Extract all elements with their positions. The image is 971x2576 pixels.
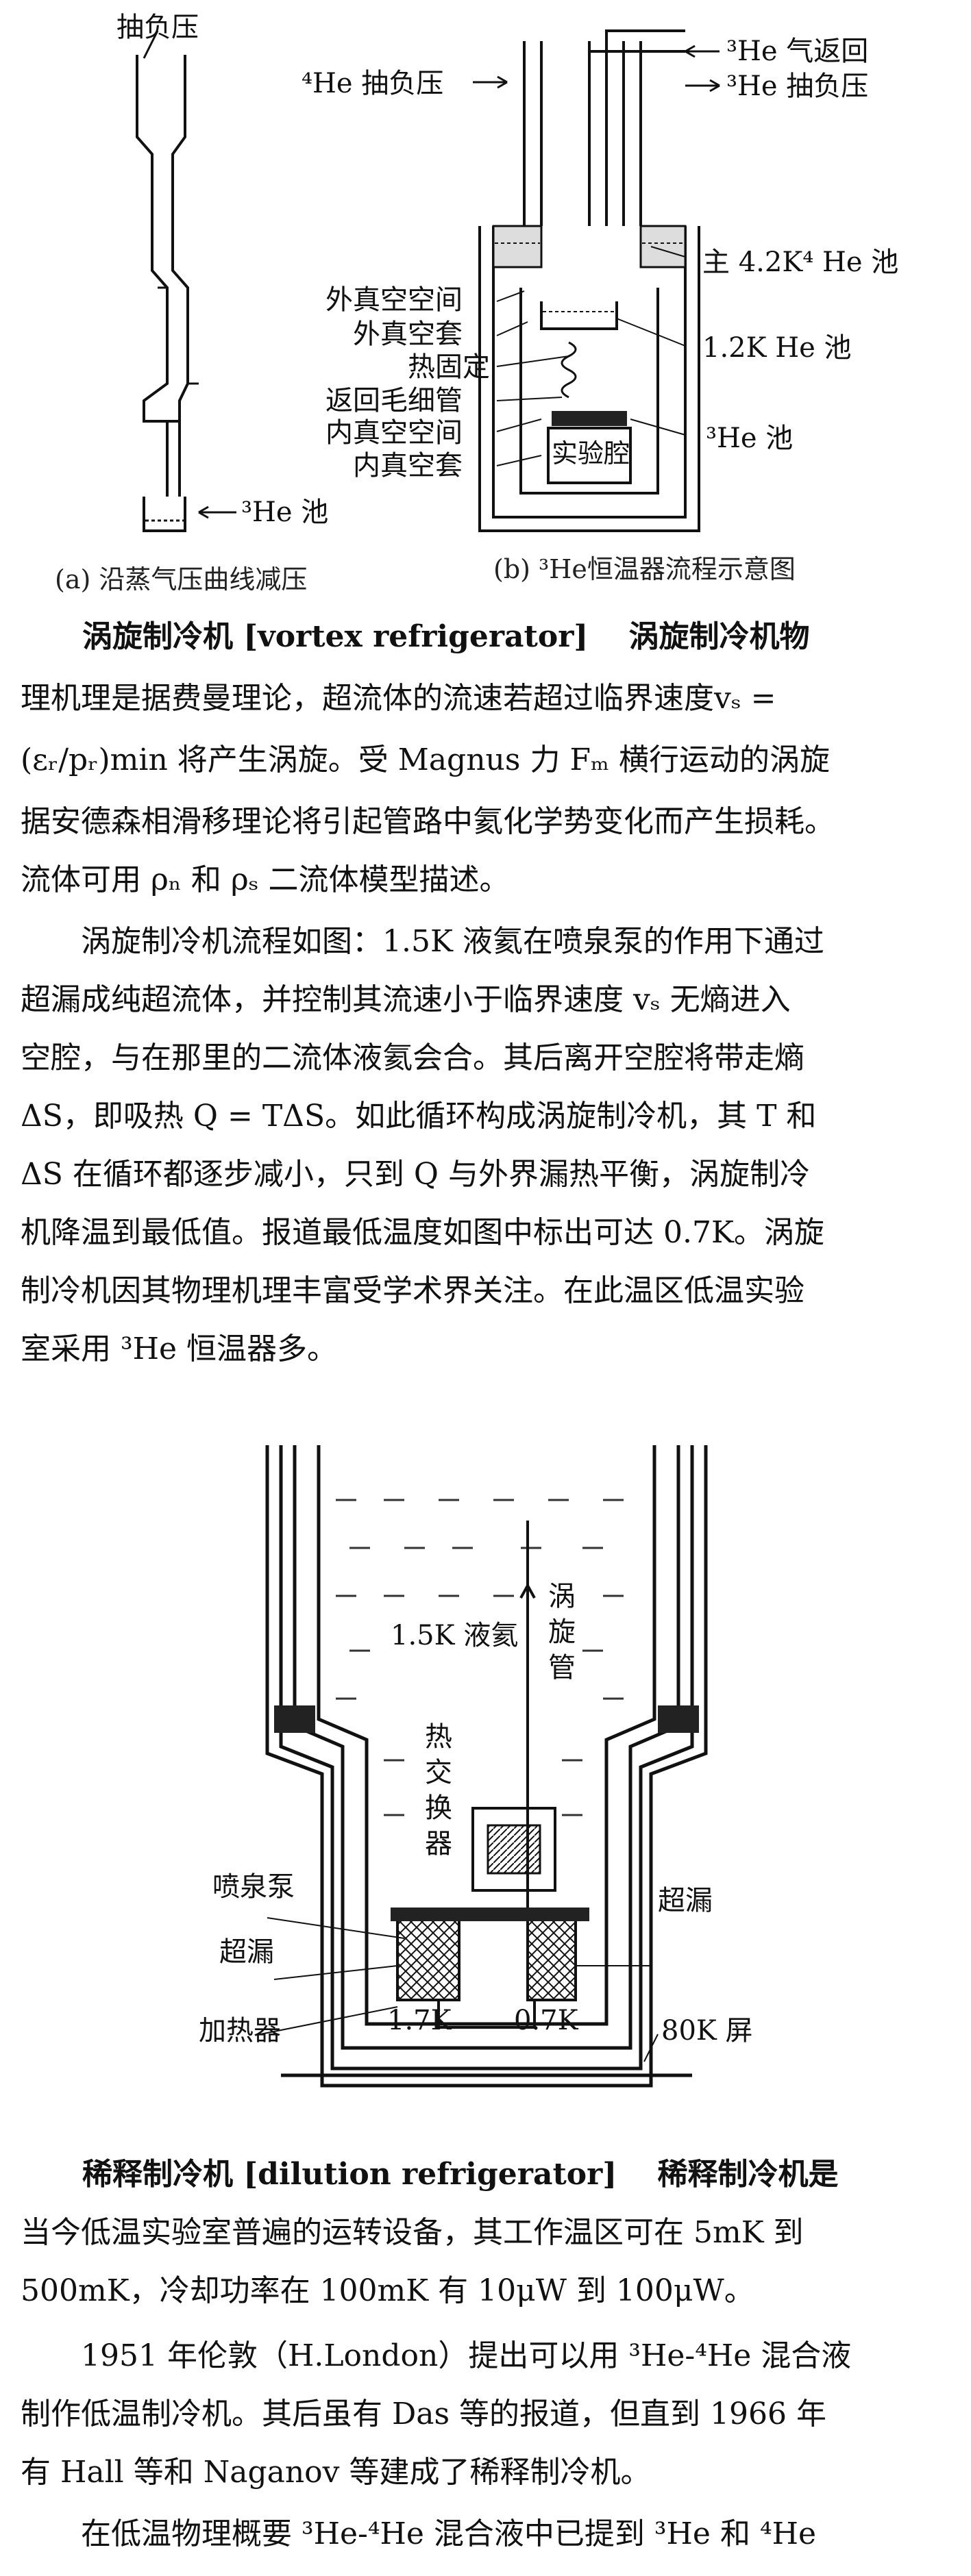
vortex-line-6: 涡旋制冷机流程如图：1.5K 液氦在喷泉泵的作用下通过 (21, 924, 824, 959)
arrow-he3-return (685, 45, 720, 58)
vortex-line-10: ΔS 在循环都逐步减小，只到 Q 与外界漏热平衡，涡旋制冷 (21, 1157, 810, 1192)
arrow-he4-exhaust (473, 75, 508, 89)
dilution-section: 稀释制冷机 [dilution refrigerator] 稀释制冷机是 当今低… (0, 2154, 971, 2565)
vortex-section: 涡旋制冷机 [vortex refrigerator] 涡旋制冷机物 理机理是据… (0, 616, 971, 1431)
caption-a: (a) 沿蒸气压曲线减压 (55, 564, 308, 595)
vortex-line-7: 超漏成纯超流体，并控制其流速小于临界速度 vₛ 无熵进入 (21, 982, 791, 1017)
figure-1: 抽负压 ³He 池 (a) 沿蒸气压曲线减压 ³He 气返回 ⁴He 抽负压 ³… (0, 0, 971, 596)
dilution-line-2: 当今低温实验室普遍的运转设备，其工作温区可在 5mK 到 (21, 2215, 804, 2250)
label-17k: 1.7K (387, 2005, 452, 2036)
tube-a (136, 55, 199, 423)
dilution-line-3: 500mK，冷却功率在 100mK 有 10μW 到 100μW。 (21, 2273, 754, 2308)
arrow-a-leader (143, 30, 159, 59)
label-superleak-right: 超漏 (658, 1885, 713, 1916)
label-heater: 加热器 (199, 2015, 281, 2047)
label-return-capillary: 返回毛细管 (325, 385, 463, 416)
figure-2-drawing (260, 1445, 708, 2088)
arrow-he3-exhaust (685, 79, 720, 92)
flow-arrow (519, 1585, 536, 1627)
vortex-line-3: (εᵣ/pᵣ)min 将产生涡旋。受 Magnus 力 Fₘ 横行运动的涡旋 (21, 742, 830, 777)
label-inner-vac-jacket: 内真空套 (353, 450, 463, 482)
vortex-line-4: 据安德森相滑移理论将引起管路中氦化学势变化而产生损耗。 (21, 804, 835, 839)
vortex-line-5: 流体可用 ρₙ 和 ρₛ 二流体模型描述。 (21, 862, 510, 897)
label-he3-return: ³He 气返回 (726, 36, 869, 67)
dilution-line-7: 在低温物理概要 ³He-⁴He 混合液中已提到 ³He 和 ⁴He (21, 2516, 816, 2551)
dilution-line-5: 制作低温制冷机。其后虽有 Das 等的报道，但直到 1966 年 (21, 2397, 827, 2431)
vortex-term: 涡旋制冷机 [vortex refrigerator] 涡旋制冷机物 (82, 619, 810, 654)
vortex-line-11: 机降温到最低值。报道最低温度如图中标出可达 0.7K。涡旋 (21, 1215, 824, 1250)
label-pool-12k: 1.2K He 池 (702, 332, 852, 364)
dilution-term: 稀释制冷机 [dilution refrigerator] 稀释制冷机是 (82, 2157, 839, 2192)
figure-1-drawing (136, 29, 720, 532)
label-fountain-pump: 喷泉泵 (212, 1871, 295, 1903)
vortex-line-12: 制冷机因其物理机理丰富受学术界关注。在此温区低温实验 (21, 1273, 804, 1308)
vortex-line-9: ΔS，即吸热 Q = TΔS。如此循环构成涡旋制冷机，其 T 和 (21, 1099, 817, 1134)
label-liquid: 1.5K 液氦 (391, 1620, 519, 1651)
cryostat-b (478, 29, 700, 532)
label-80k-shield: 80K 屏 (661, 2015, 753, 2047)
label-exhaust-a: 抽负压 (116, 12, 199, 43)
vortex-line-2: 理机理是据费曼理论，超流体的流速若超过临界速度vₛ = (21, 681, 776, 716)
arrow-he3-pool (198, 505, 236, 519)
label-07k: 0.7K (514, 2005, 578, 2036)
label-vortex-tube: 涡旋管 (548, 1581, 576, 1684)
label-inner-vac-space: 内真空空间 (325, 417, 463, 449)
label-chamber: 实验腔 (552, 438, 630, 468)
figure-2: 1.5K 液氦 涡旋管 热交换器 喷泉泵 超漏 超漏 加热器 1.7K 0.7K… (0, 1445, 971, 2103)
label-heat-exchanger: 热交换器 (425, 1721, 452, 1860)
caption-b: (b) ³He恒温器流程示意图 (493, 554, 796, 584)
label-he3-exhaust: ³He 抽负压 (726, 71, 869, 102)
he3-pool-a (143, 497, 186, 532)
dilution-line-6: 有 Hall 等和 Naganov 等建成了稀释制冷机。 (21, 2455, 651, 2490)
label-he4-exhaust: ⁴He 抽负压 (302, 68, 444, 99)
vortex-line-8: 空腔，与在那里的二流体液氦会合。其后离开空腔将带走熵 (21, 1040, 804, 1075)
label-superleak-left: 超漏 (219, 1936, 274, 1968)
vortex-line-1: 涡旋制冷机 [vortex refrigerator] 涡旋制冷机物 (82, 616, 952, 658)
label-thermal-anchor: 热固定 (408, 351, 490, 383)
dilution-line-4: 1951 年伦敦（H.London）提出可以用 ³He-⁴He 混合液 (21, 2338, 852, 2373)
vortex-line-13: 室采用 ³He 恒温器多。 (21, 1331, 338, 1366)
label-outer-vac-space: 外真空空间 (325, 284, 463, 316)
label-main-pool: 主 4.2K⁴ He 池 (702, 247, 899, 278)
dilution-line-1: 稀释制冷机 [dilution refrigerator] 稀释制冷机是 (82, 2154, 952, 2195)
label-he3-pool-b: ³He 池 (706, 423, 794, 454)
label-outer-vac-jacket: 外真空套 (353, 318, 463, 350)
label-he3-pool-a: ³He 池 (241, 497, 329, 528)
capillary-coil (561, 341, 577, 399)
heat-exchanger-block (471, 1807, 556, 1892)
